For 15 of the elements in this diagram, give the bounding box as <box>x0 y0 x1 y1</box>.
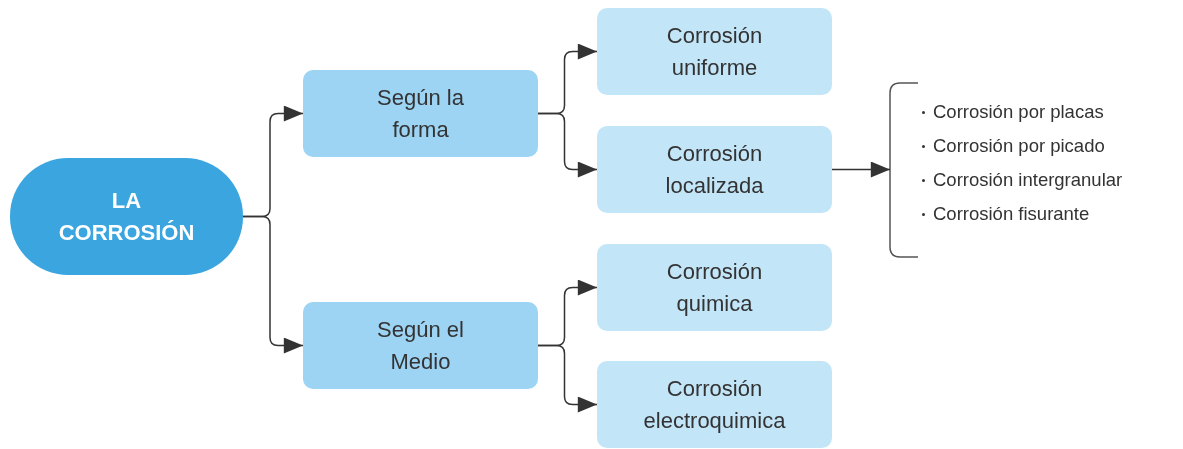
category-box: Corrosión uniforme <box>597 8 832 95</box>
root-pill: LA CORROSIÓN <box>10 158 243 275</box>
category-box: Según el Medio <box>303 302 538 389</box>
list-item: Corrosión por picado <box>933 133 1105 158</box>
arrow <box>537 112 598 178</box>
arrow <box>242 215 304 354</box>
category-box: Corrosión localizada <box>597 126 832 213</box>
category-box: Corrosión electroquimica <box>597 361 832 448</box>
arrow <box>537 344 598 413</box>
category-box: Corrosión quimica <box>597 244 832 331</box>
list-item: Corrosión por placas <box>933 99 1104 124</box>
arrow <box>831 161 891 178</box>
list-item: Corrosión fisurante <box>933 201 1090 226</box>
list-item: Corrosión intergranular <box>933 167 1123 192</box>
category-box: Según la forma <box>303 70 538 157</box>
